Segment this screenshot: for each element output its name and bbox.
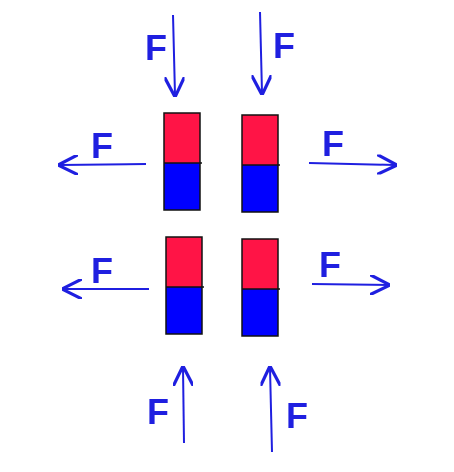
magnet-outline [165, 236, 203, 335]
force-label-upper-left: F [91, 125, 113, 166]
magnet-lower-right [241, 238, 280, 337]
north-pole [164, 113, 200, 163]
force-label-lower-right: F [319, 244, 341, 285]
south-pole [242, 165, 278, 212]
force-label-top-left: F [145, 27, 167, 68]
south-pole [242, 289, 278, 336]
magnet-outline [241, 238, 279, 337]
magnet-lower-left [165, 236, 204, 335]
magnet-outline [241, 114, 279, 213]
force-label-lower-left: F [91, 250, 113, 291]
north-pole [242, 115, 278, 165]
force-arrow-upper-left [60, 164, 147, 165]
force-label-bottom-right: F [286, 395, 308, 436]
north-pole [242, 239, 278, 289]
south-pole [166, 287, 202, 334]
force-label-bottom-left: F [147, 391, 169, 432]
force-arrow-lower-right [311, 284, 388, 285]
force-arrow-bottom-right [270, 368, 272, 453]
force-label-upper-right: F [322, 123, 344, 164]
magnet-upper-left [163, 112, 202, 211]
force-arrow-top-left [173, 14, 175, 95]
north-pole [166, 237, 202, 287]
force-label-top-right: F [273, 25, 295, 66]
force-arrow-upper-right [308, 163, 395, 165]
south-pole [164, 163, 200, 210]
force-arrow-bottom-left [183, 368, 184, 444]
magnet-upper-right [241, 114, 280, 213]
magnet-outline [163, 112, 201, 211]
force-arrow-top-right [260, 11, 262, 93]
